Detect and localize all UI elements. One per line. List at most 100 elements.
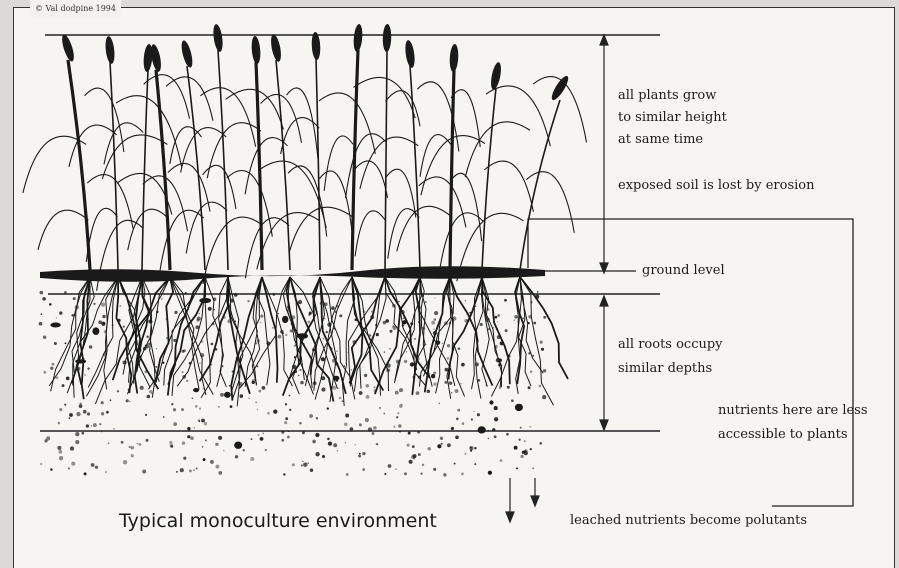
soil-speck (539, 442, 542, 445)
soil-speck (431, 374, 435, 378)
soil-speck (123, 360, 127, 364)
soil-speck (522, 317, 524, 319)
wheat-ear (549, 74, 571, 102)
soil-speck (543, 369, 546, 372)
soil-speck (371, 310, 373, 312)
soil-speck (495, 316, 498, 319)
label-leached: leached nutrients become polutants (570, 512, 807, 530)
soil-speck (321, 387, 325, 391)
soil-speck (192, 398, 193, 399)
soil-speck (392, 304, 396, 308)
soil-speck (87, 318, 89, 320)
soil-speck (528, 352, 530, 354)
soil-speck (117, 390, 119, 392)
soil-speck (199, 362, 201, 364)
label-roots-1: all roots occupy (618, 336, 723, 354)
soil-speck (403, 317, 405, 319)
soil-speck (475, 362, 479, 366)
soil-speck (66, 377, 70, 381)
soil-speck (273, 409, 277, 413)
plant-roots (113, 277, 214, 395)
soil-speck (386, 363, 390, 367)
soil-speck (129, 401, 130, 402)
root-depth-arrow (600, 296, 608, 430)
soil-speck (312, 440, 316, 444)
soil-speck (445, 368, 449, 372)
soil-speck (202, 388, 203, 389)
soil-speck (331, 306, 335, 310)
soil-speck (500, 459, 503, 462)
wheat-ear (489, 61, 503, 90)
soil-speck (530, 448, 532, 450)
plant-leaf (290, 207, 353, 251)
soil-speck (477, 413, 480, 416)
plant-leaf (227, 170, 273, 236)
soil-speck (203, 458, 206, 461)
plant-stem (142, 70, 148, 270)
wheat-ear (60, 33, 76, 62)
soil-speck (336, 350, 337, 351)
soil-pebble (199, 298, 211, 303)
soil-speck (424, 343, 426, 345)
root-strand (491, 277, 521, 397)
soil-speck (139, 443, 142, 446)
soil-speck (328, 441, 332, 445)
plant-leaf (23, 136, 86, 193)
soil-speck (372, 432, 375, 435)
soil-speck (155, 366, 157, 368)
soil-speck (406, 351, 407, 352)
soil-speck (208, 307, 212, 311)
soil-speck (480, 323, 483, 326)
soil-speck (447, 357, 450, 360)
soil-speck (147, 395, 151, 399)
soil-speck (243, 449, 245, 451)
soil-speck (69, 413, 73, 417)
soil-speck (366, 384, 370, 388)
soil-speck (138, 348, 142, 352)
soil-speck (358, 454, 361, 457)
soil-speck (511, 399, 514, 402)
soil-speck (170, 337, 171, 338)
plant-roots (177, 277, 256, 406)
soil-speck (393, 326, 397, 330)
soil-speck (169, 441, 172, 444)
soil-speck (339, 314, 342, 317)
soil-speck (348, 352, 349, 353)
soil-speck (396, 360, 400, 364)
soil-speck (71, 462, 75, 466)
soil-speck (433, 468, 436, 471)
soil-speck (68, 468, 70, 470)
soil-speck (252, 379, 256, 383)
soil-pebble (50, 323, 60, 328)
soil-speck (196, 467, 198, 469)
soil-speck (156, 311, 159, 314)
plant-leaf (202, 165, 235, 209)
soil-speck (210, 460, 214, 464)
wheat-plant (203, 36, 326, 284)
soil-speck (101, 302, 105, 306)
soil-speck (101, 412, 104, 415)
soil-speck (181, 322, 183, 324)
soil-speck (412, 376, 415, 379)
soil-speck (166, 318, 168, 320)
plant-leaf (319, 171, 352, 235)
soil-speck (135, 317, 136, 318)
plant-leaf (207, 123, 261, 179)
soil-speck (439, 402, 441, 404)
soil-speck (223, 316, 226, 319)
soil-speck (494, 345, 498, 349)
soil-speck (433, 371, 436, 374)
soil-speck (460, 383, 461, 384)
soil-speck (101, 401, 104, 404)
soil-speck (422, 327, 426, 331)
soil-speck (302, 461, 304, 463)
soil-speck (289, 409, 291, 411)
soil-speck (145, 344, 149, 348)
soil-speck (342, 400, 344, 402)
soil-speck (71, 314, 74, 317)
soil-speck (195, 405, 198, 408)
soil-speck (395, 468, 396, 469)
soil-speck (131, 454, 134, 457)
soil-speck (477, 379, 480, 382)
